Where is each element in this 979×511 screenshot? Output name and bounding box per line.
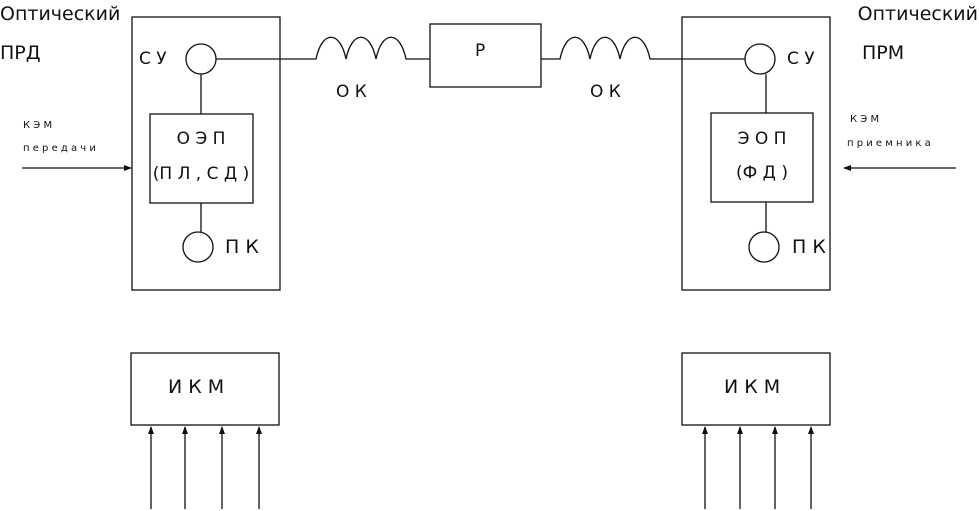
receiver-input-line2: п р и е м н и к а [847, 138, 931, 149]
receiver-title-line1: Оптический [858, 3, 978, 25]
transmitter-coupler-label: С У [139, 49, 167, 69]
transmitter-ikm-box [130, 352, 280, 426]
left-optical-cable [216, 36, 430, 60]
transmitter-converter-box [149, 113, 254, 204]
right-optical-cable [541, 36, 745, 60]
receiver-connector-icon [748, 231, 780, 263]
receiver-ikm-box [681, 352, 831, 426]
left-cable-label: О К [336, 82, 367, 102]
transmitter-connector-icon [182, 231, 214, 263]
transmitter-title-line1: Оптический [0, 3, 120, 25]
receiver-converter-line1: Э О П [738, 129, 787, 149]
transmitter-title-line2: ПРД [0, 42, 41, 64]
transmitter-converter-line2: (П Л , С Д ) [153, 164, 249, 184]
receiver-connector-label: П К [792, 236, 826, 258]
receiver-coupler-icon [744, 43, 776, 75]
transmitter-input-line1: К Э М [23, 120, 52, 131]
receiver-title-line2: ПРМ [862, 42, 904, 64]
transmitter-input-line2: п е р е д а ч и [23, 143, 96, 154]
receiver-converter-line2: (Ф Д ) [736, 163, 788, 183]
repeater-box [429, 23, 542, 88]
right-cable-label: О К [590, 82, 621, 102]
receiver-input-line1: К Э М [850, 114, 879, 125]
receiver-coupler-label: С У [787, 49, 815, 69]
transmitter-ikm-label: И К М [168, 376, 224, 398]
receiver-ikm-label: И К М [724, 376, 780, 398]
transmitter-connector-label: П К [225, 236, 259, 258]
transmitter-converter-line1: О Э П [177, 129, 226, 149]
receiver-converter-box [710, 112, 814, 203]
transmitter-coupler-icon [185, 43, 217, 75]
repeater-label: Р [475, 41, 485, 61]
